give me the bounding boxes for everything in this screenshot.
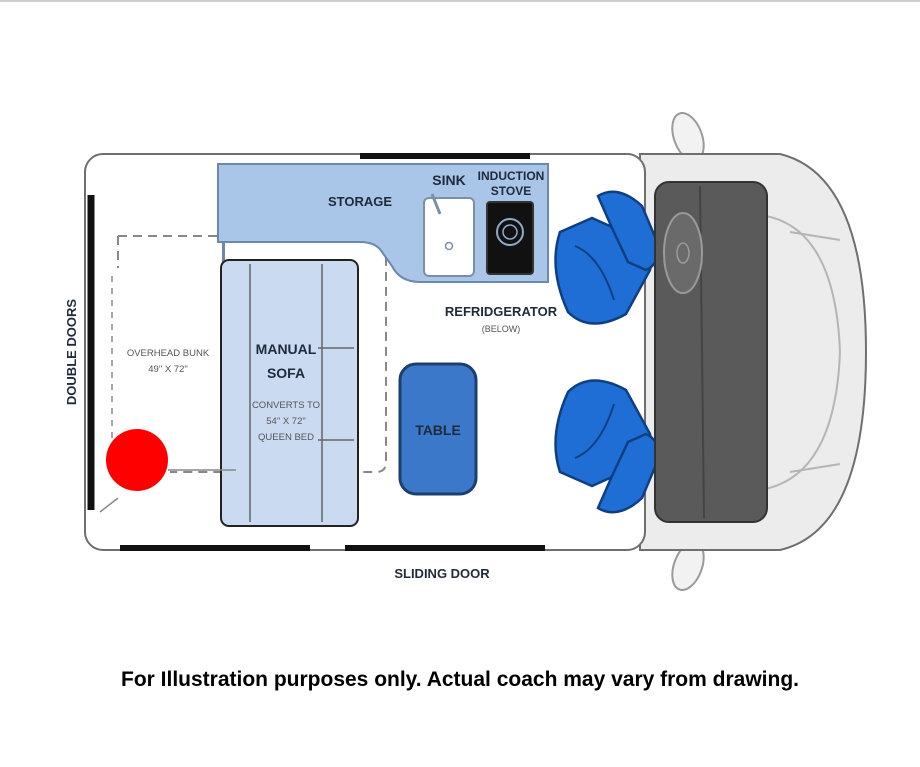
- disclaimer-text: For Illustration purposes only. Actual c…: [121, 668, 799, 691]
- manual-sofa: [220, 259, 359, 527]
- sink: [423, 197, 475, 277]
- stove-burner: [496, 218, 524, 246]
- storage-label: STORAGE: [328, 194, 392, 209]
- hood-line-bottom: [789, 463, 841, 473]
- sliding-door-label: SLIDING DOOR: [394, 566, 490, 581]
- table-label: TABLE: [415, 422, 461, 438]
- top-border: [0, 0, 920, 2]
- refrigerator-note: (BELOW): [482, 324, 521, 334]
- manual-sofa-label-2: SOFA: [267, 365, 305, 381]
- front-seat-top: [554, 190, 660, 325]
- sink-drain: [444, 241, 454, 251]
- converts-label-2: 54" X 72": [266, 416, 306, 427]
- converts-label-3: QUEEN BED: [258, 432, 314, 443]
- front-seat-bottom: [554, 379, 660, 514]
- induction-label-1: INDUCTION: [478, 169, 545, 183]
- converts-label-1: CONVERTS TO: [252, 400, 320, 411]
- manual-sofa-label-1: MANUAL: [256, 341, 317, 357]
- steering-wheel: [663, 212, 703, 294]
- location-marker: [106, 429, 168, 491]
- sink-label: SINK: [432, 172, 465, 188]
- hood-line-top: [789, 231, 841, 241]
- van-floorplan: STORAGE SINK INDUCTION STOVE REFRIDGERAT…: [64, 112, 868, 591]
- double-doors-label: DOUBLE DOORS: [64, 299, 79, 406]
- induction-label-2: STOVE: [491, 184, 531, 198]
- table: [398, 362, 478, 496]
- overhead-bunk-label-2: 49" X 72": [148, 364, 188, 375]
- faucet: [430, 193, 442, 215]
- induction-stove: [486, 201, 534, 275]
- refrigerator-label: REFRIDGERATOR: [445, 304, 558, 319]
- overhead-bunk-label-1: OVERHEAD BUNK: [127, 348, 210, 359]
